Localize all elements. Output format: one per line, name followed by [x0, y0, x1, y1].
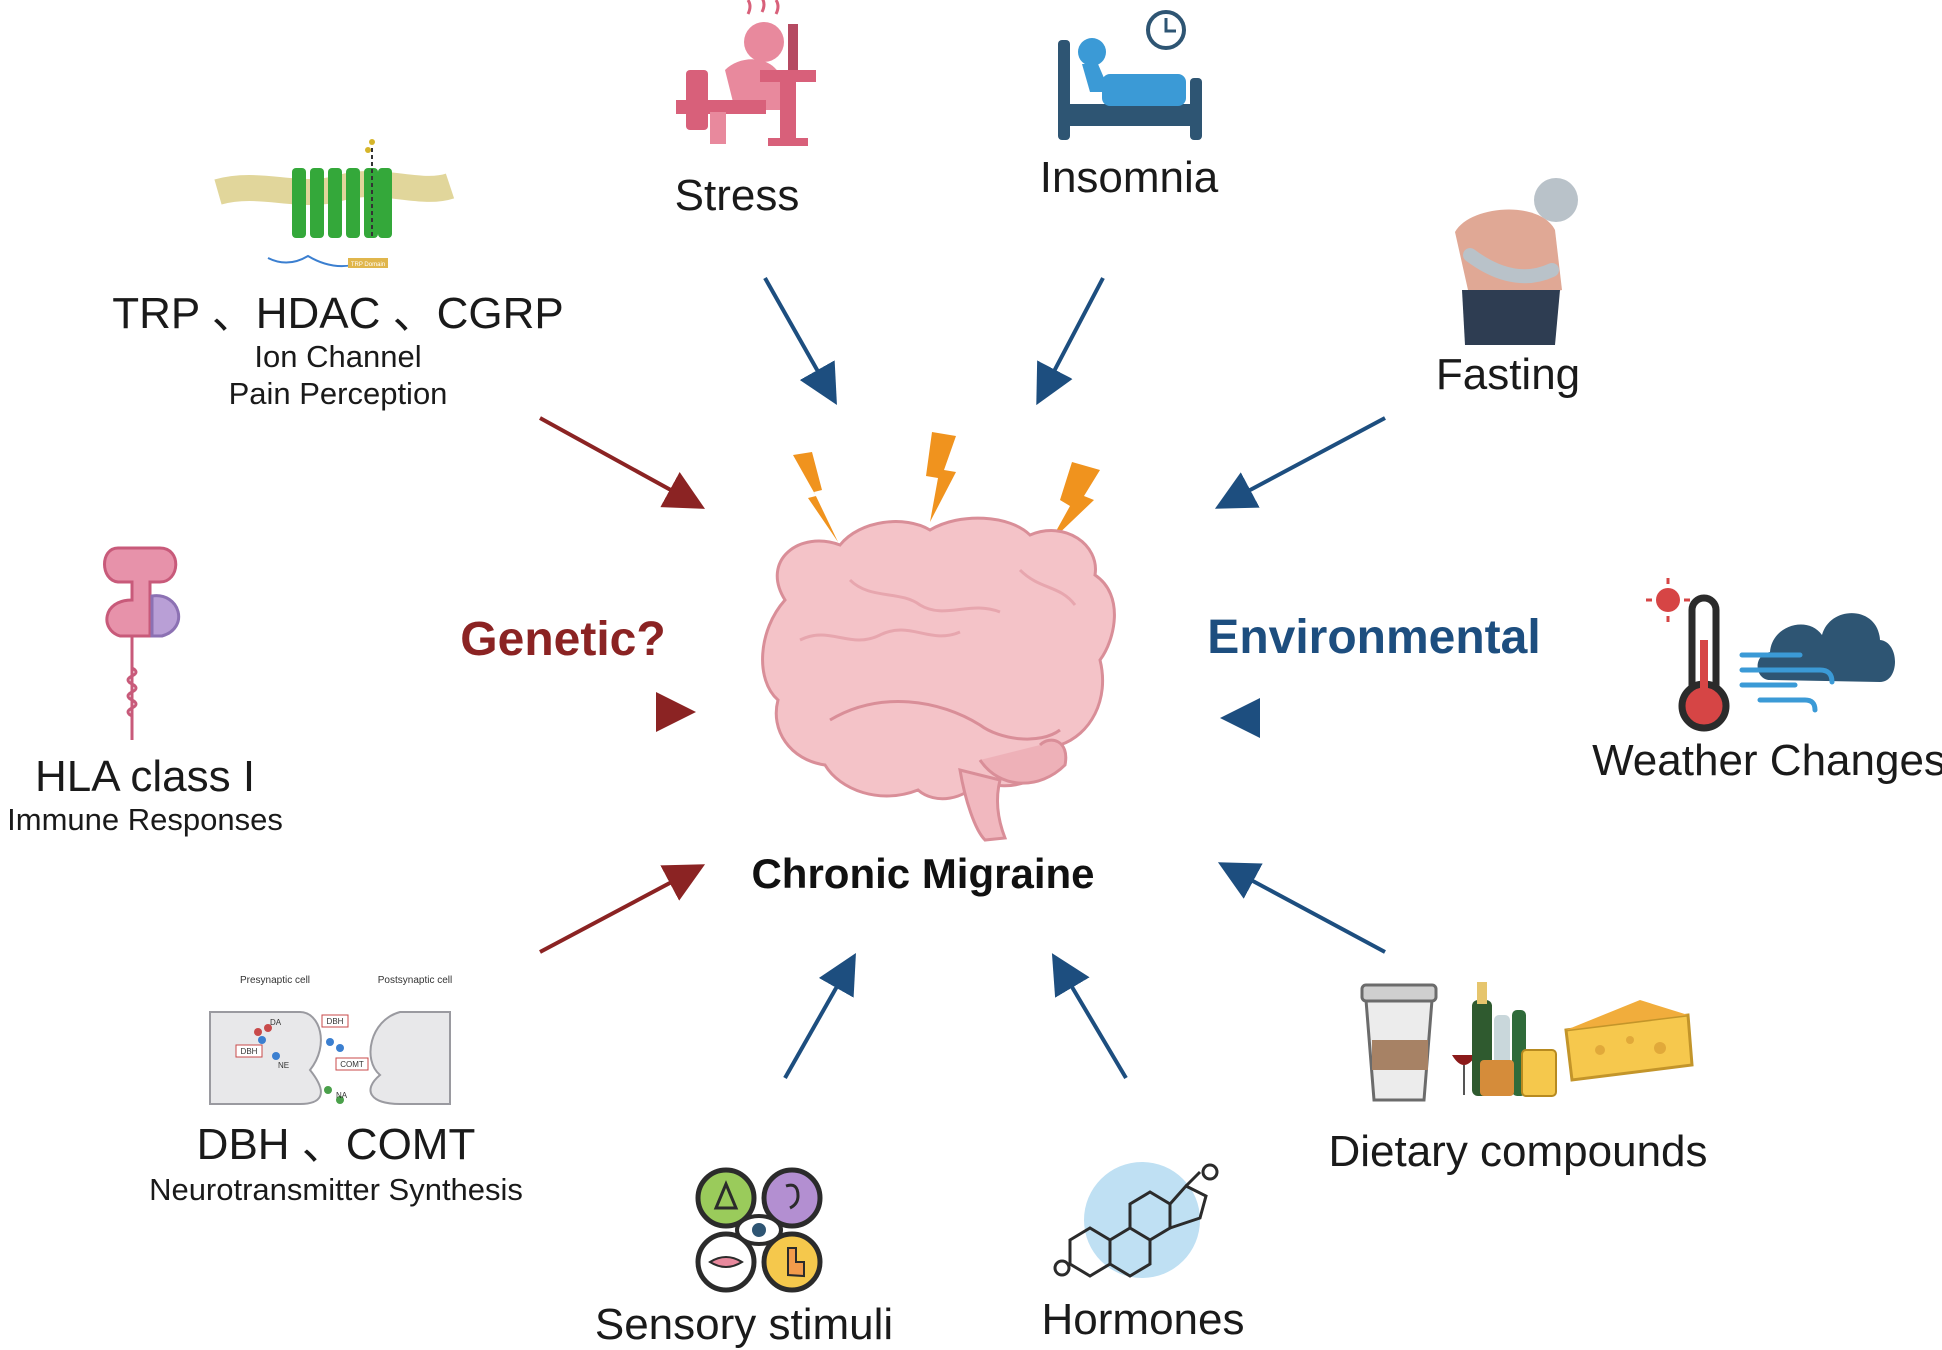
- bolt-icon: [926, 432, 956, 522]
- label-fasting: Fasting: [1435, 350, 1581, 399]
- label-ion-channel: Ion Channel: [254, 339, 422, 374]
- comt-box-label: COMT: [340, 1060, 364, 1069]
- label-sensory: Sensory stimuli: [594, 1300, 894, 1349]
- weather-icon: [1646, 578, 1895, 732]
- stress-icon: [676, 0, 816, 146]
- arrow-hormones: [1051, 953, 1128, 1080]
- label-dbh-comt: DBH 、COMT: [196, 1120, 476, 1169]
- bolt-icon: [793, 452, 838, 542]
- label-insomnia: Insomnia: [1039, 153, 1219, 202]
- trp-domain-label: TRP Domain: [351, 262, 385, 268]
- label-trp-genes: TRP 、HDAC 、CGRP: [112, 289, 564, 338]
- dietary-icon: [1360, 982, 1694, 1102]
- na-label: NA: [336, 1091, 348, 1100]
- dbh-box-label-2: DBH: [327, 1017, 344, 1026]
- dbh-box-label: DBH: [241, 1047, 258, 1056]
- ne-label: NE: [278, 1061, 289, 1070]
- postsynaptic-label: Postsynaptic cell: [378, 975, 452, 986]
- arrow-insomnia: [1036, 277, 1105, 406]
- trp-channel-icon: TRP Domain: [214, 139, 455, 268]
- arrow-sensory: [783, 953, 856, 1079]
- center-title: Chronic Migraine: [751, 850, 1095, 897]
- bolt-icon: [1050, 462, 1100, 542]
- arrow-dbh: [539, 864, 706, 954]
- label-dietary: Dietary compounds: [1328, 1127, 1708, 1176]
- arrow-dietary: [1217, 862, 1386, 954]
- lightning-icons: [793, 432, 1100, 542]
- hla-icon: [103, 546, 181, 740]
- label-neurotransmitter: Neurotransmitter Synthesis: [149, 1172, 523, 1207]
- environmental-category-label: Environmental: [1207, 611, 1541, 664]
- label-hla: HLA class I: [34, 752, 256, 801]
- brain-icon: [761, 516, 1116, 842]
- arrow-stress: [763, 277, 837, 405]
- presynaptic-label: Presynaptic cell: [240, 975, 310, 986]
- sensory-icon: [695, 1167, 823, 1293]
- label-immune-responses: Immune Responses: [7, 802, 283, 837]
- arrows: [385, 277, 1505, 1080]
- label-weather: Weather Changes: [1592, 736, 1942, 785]
- arrow-fasting: [1214, 416, 1386, 509]
- label-pain-perception: Pain Perception: [228, 376, 448, 411]
- fasting-icon: [1455, 178, 1578, 345]
- insomnia-icon: [1058, 10, 1202, 140]
- da-label: DA: [270, 1018, 282, 1027]
- genetic-category-label: Genetic?: [460, 613, 666, 666]
- hormones-icon: [1053, 1162, 1219, 1278]
- label-hormones: Hormones: [1041, 1295, 1245, 1344]
- label-stress: Stress: [674, 171, 800, 220]
- synapse-icon: Presynaptic cell Postsynaptic cell DA DB…: [209, 975, 452, 1105]
- arrow-trp: [539, 416, 706, 509]
